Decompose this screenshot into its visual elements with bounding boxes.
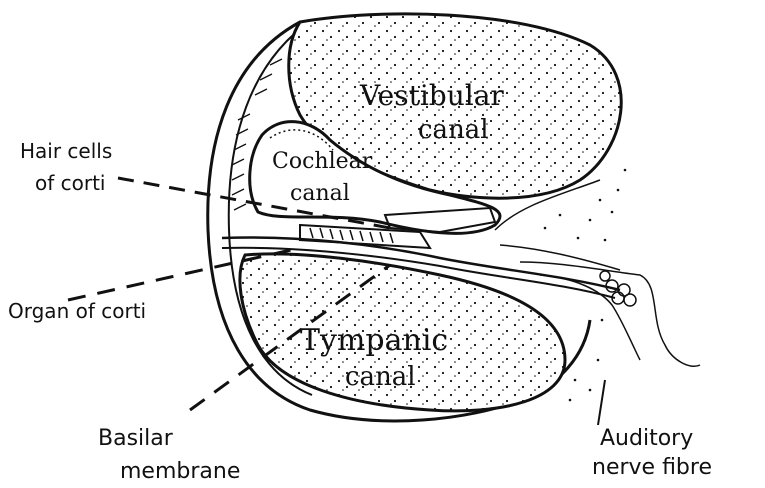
tympanic-canal-label-line2: canal	[345, 362, 416, 392]
auditory-nerve-label-line2: nerve fibre	[592, 455, 712, 480]
cochlear-canal-label-line2: canal	[290, 181, 350, 206]
organ-of-corti-label: Organ of corti	[8, 299, 146, 323]
vestibular-canal-label-line2: canal	[418, 115, 489, 145]
tympanic-canal-label-line1: Tympanic	[300, 323, 448, 358]
auditory-nerve-label-line1: Auditory	[600, 426, 693, 451]
cochlear-canal-label-line1: Cochlear	[272, 149, 373, 174]
basilar-membrane-label-line2: membrane	[120, 459, 240, 484]
hair-cells-label-line2: of corti	[35, 171, 106, 195]
hair-cells-label-line1: Hair cells	[20, 139, 112, 163]
basilar-membrane-label-line1: Basilar	[98, 426, 174, 451]
auditory-nerve-leader-line	[598, 380, 605, 425]
vestibular-canal-label-line1: Vestibular	[359, 79, 504, 112]
